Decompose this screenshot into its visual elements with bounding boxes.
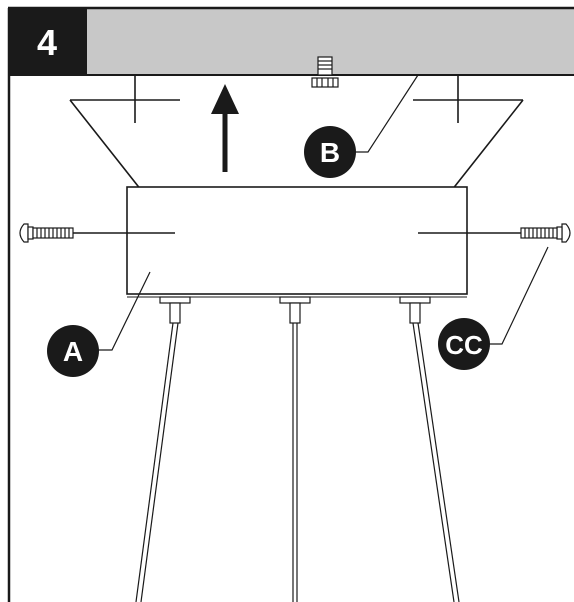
mounting-bracket	[134, 74, 459, 123]
suspension-cables	[135, 322, 460, 602]
screw-icon	[418, 223, 571, 243]
step-header: 4	[7, 6, 574, 602]
callout-a: A	[47, 325, 99, 377]
cable-grips	[159, 296, 431, 324]
step-number: 4	[37, 22, 57, 63]
canopy-base	[126, 186, 468, 298]
ceiling-band	[8, 8, 574, 75]
arrow-up-icon	[211, 84, 239, 172]
svg-text:A: A	[63, 336, 83, 367]
callout-cc: CC	[438, 318, 490, 370]
svg-text:CC: CC	[445, 330, 483, 360]
nut-icon	[311, 56, 339, 88]
callout-b: B	[304, 126, 356, 178]
screw-icon	[19, 223, 175, 243]
leader-lines	[98, 74, 549, 351]
svg-text:B: B	[320, 137, 340, 168]
step-number-badge	[8, 8, 87, 75]
